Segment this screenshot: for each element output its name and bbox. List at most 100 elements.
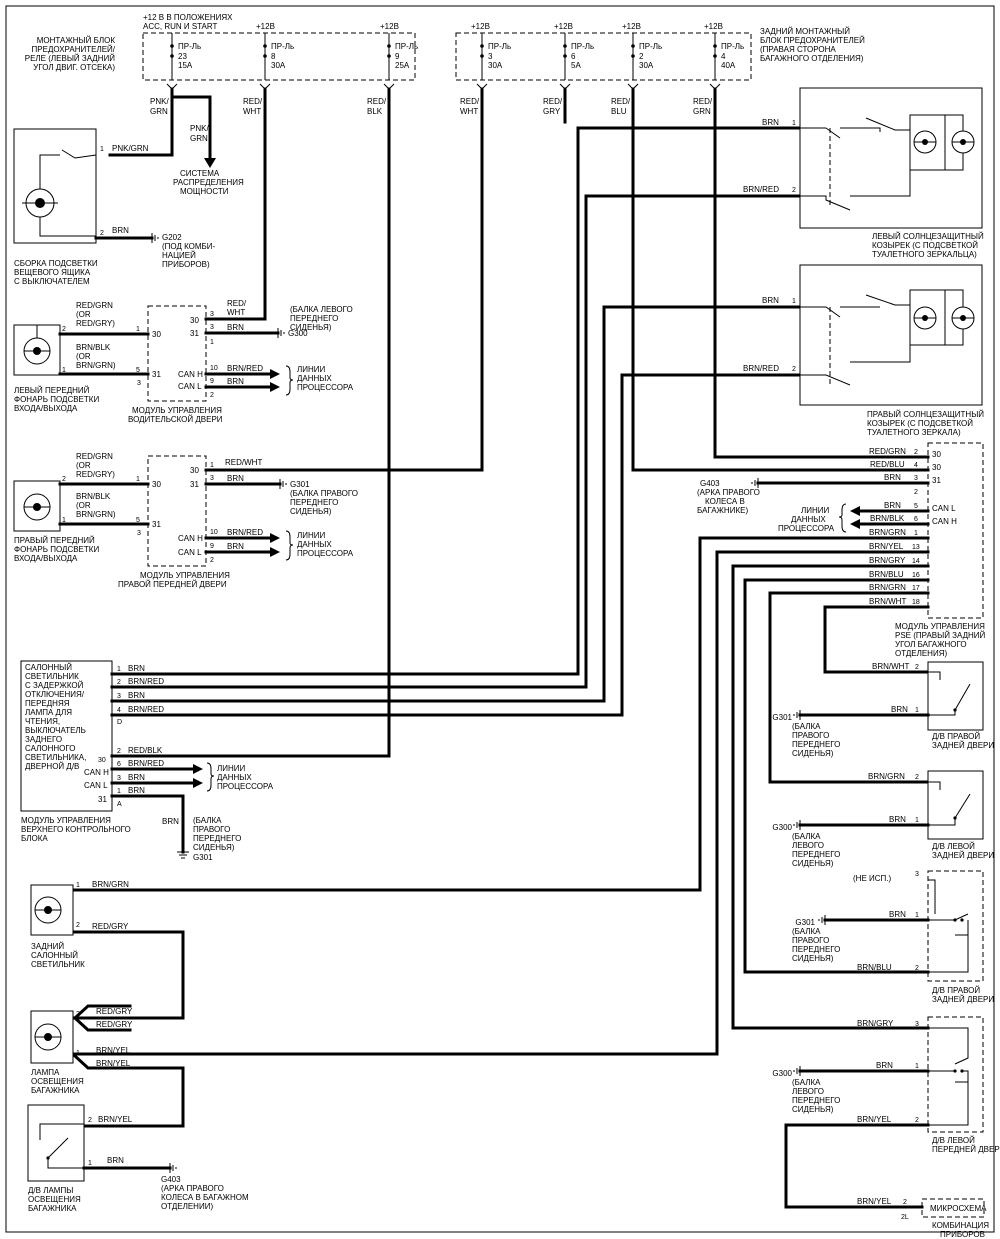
left-door-wbot-2: (OR <box>76 352 91 361</box>
swrr-gnote-1: (БАЛКА <box>792 722 821 731</box>
swlf-ground: G300 <box>772 1069 792 1078</box>
pse-w5: BRN/BLK <box>870 514 905 523</box>
g202-note-2: НАЦИЕЙ <box>162 251 196 260</box>
lvisor-w1: BRN <box>762 118 779 127</box>
ovh-data-2: ДАННЫХ <box>217 773 252 782</box>
fuse-block-right-title-3: (ПРАВАЯ СТОРОНА <box>760 45 836 54</box>
drv-n1: 1 <box>210 339 214 346</box>
ovh-n3: 3 <box>117 775 121 782</box>
pass-data-3: ПРОЦЕССОРА <box>297 549 354 558</box>
left-door-wbot-3: BRN/GRN) <box>76 361 116 370</box>
pass-title-2: ПРАВОЙ ПЕРЕДНЕЙ ДВЕРИ <box>118 580 227 589</box>
pse-n10: 17 <box>912 585 920 592</box>
ovh-title-2: ВЕРХНЕГО КОНТРОЛЬНОГО <box>21 825 131 834</box>
tlamp-p1: 1 <box>76 1050 80 1057</box>
wire-label-red-grn-2: GRN <box>693 107 711 116</box>
rdome-title-1: ЗАДНИЙ <box>31 942 64 951</box>
wire-label-red-blu-1: RED/ <box>611 97 631 106</box>
fuse-4-number: 4 <box>721 52 726 61</box>
tsw-gnote-1: (АРКА ПРАВОГО <box>161 1184 224 1193</box>
pse-w0: RED/GRN <box>869 447 906 456</box>
drv-in-pin-1: 1 <box>136 326 140 333</box>
ovh-text-8: ВЫКЛЮЧАТЕЛЬ <box>25 726 86 735</box>
door-switch-left-rear: BRN/GRN 2 BRN 1 G300 (БАЛКА ЛЕВОГО ПЕРЕД… <box>772 770 994 868</box>
pse-data-1: ЛИНИИ <box>801 506 830 515</box>
fuse-6-name: ПР-Ль <box>571 42 594 51</box>
fuse-4-amp: 40A <box>721 61 736 70</box>
wire-label-red-wht-1: RED/ <box>243 97 263 106</box>
swlf-p3: 3 <box>915 1021 919 1028</box>
pse-ground: G403 <box>700 479 720 488</box>
drv-rpin-30: 30 <box>190 316 199 325</box>
swlr-gnote-4: СИДЕНЬЯ) <box>792 859 834 868</box>
lvisor-p2: 2 <box>792 187 796 194</box>
cluster-pin: 2 <box>903 1199 907 1206</box>
glovebox-lamp: 1 PNK/GRN 2 BRN G202 (ПОД КОМБИ- НАЦИЕЙ … <box>13 128 216 286</box>
drv-canh: CAN H <box>178 370 203 379</box>
rdome-title-3: СВЕТИЛЬНИК <box>31 960 85 969</box>
ovh-text-9: ЗАДНЕГО <box>25 735 62 744</box>
ovh-gnote-2: ПРАВОГО <box>193 825 230 834</box>
ovh-gnote-4: СИДЕНЬЯ) <box>193 843 235 852</box>
drv-gnote-2: ПЕРЕДНЕГО <box>290 314 338 323</box>
rdome-w1: BRN/GRN <box>92 880 129 889</box>
rvisor-p1: 1 <box>792 298 796 305</box>
wire-label-red-gry-2: GRY <box>543 107 561 116</box>
pass-rpin-30: 30 <box>190 466 199 475</box>
tsw-title-1: Д/В ЛАМПЫ <box>28 1186 73 1195</box>
lvisor-title-3: ТУАЛЕТНОГО ЗЕРКАЛЬЦА) <box>872 250 977 259</box>
ovh-text-1: САЛОННЫЙ <box>25 663 72 672</box>
pass-canl: CAN L <box>178 548 202 557</box>
swlr-w1: BRN <box>889 815 906 824</box>
rvisor-title-3: ТУАЛЕТНОГО ЗЕРКАЛА) <box>867 428 961 437</box>
swlf-w2: BRN/YEL <box>857 1115 892 1124</box>
lvisor-w2: BRN/RED <box>743 185 779 194</box>
drv-title-2: ВОДИТЕЛЬСКОЙ ДВЕРИ <box>128 415 223 424</box>
fuse-block-right-title-4: БАГАЖНОГО ОТДЕЛЕНИЯ) <box>760 54 864 63</box>
drv-in-pin-5: 5 <box>136 367 140 374</box>
tsw-title-3: БАГАЖНИКА <box>28 1204 77 1213</box>
swrr-p1: 1 <box>915 707 919 714</box>
ovh-text-11: СВЕТИЛЬНИКА, <box>25 753 86 762</box>
pass-wgnd: BRN <box>227 474 244 483</box>
ignition-supply-label-2: ACC, RUN И START <box>143 22 217 31</box>
pass-in-pin-5: 5 <box>136 517 140 524</box>
fuse-2-amp: 30A <box>639 61 654 70</box>
swlr-title-2: ЗАДНЕЙ ДВЕРИ <box>932 851 994 860</box>
pse-w2: BRN <box>884 473 901 482</box>
wire-label-red-gry-1: RED/ <box>543 97 563 106</box>
swlf-gnote-4: СИДЕНЬЯ) <box>792 1105 834 1114</box>
fuse-block-right: ЗАДНИЙ МОНТАЖНЫЙ БЛОК ПРЕДОХРАНИТЕЛЕЙ (П… <box>455 22 865 81</box>
ovh-canl: CAN L <box>84 781 108 790</box>
pass-in-conn-3: 3 <box>137 530 141 537</box>
pse-n0: 2 <box>914 449 918 456</box>
pse-w4: BRN <box>884 501 901 510</box>
swrr-title-1: Д/В ПРАВОЙ <box>932 732 980 741</box>
swrr2-w1: BRN <box>889 910 906 919</box>
fuse-4-name: ПР-Ль <box>721 42 744 51</box>
pse-w10: BRN/GRN <box>869 583 906 592</box>
fuse-23-amp: 15A <box>178 61 193 70</box>
drv-wgnd: BRN <box>227 323 244 332</box>
fuse-23-name: ПР-Ль <box>178 42 201 51</box>
door-switch-left-front: BRN/GRY 3 BRN 1 BRN/YEL 2 G300 (БАЛКА ЛЕ… <box>772 1016 1000 1209</box>
pass-wcanh: BRN/RED <box>227 528 263 537</box>
ground-g202: G202 <box>162 233 182 242</box>
fuse-2-voltage: +12В <box>622 22 641 31</box>
glovebox-title-2: ВЕЩЕВОГО ЯЩИКА <box>14 268 91 277</box>
ovh-title-1: МОДУЛЬ УПРАВЛЕНИЯ <box>21 816 111 825</box>
lvisor-title-2: КОЗЫРЕК (С ПОДСВЕТКОЙ <box>872 241 978 250</box>
tsw-ground: G403 <box>161 1175 181 1184</box>
fuse-6-number: 6 <box>571 52 576 61</box>
wire-label-pnk: PNK/ <box>150 97 169 106</box>
drv-data-2: ДАННЫХ <box>297 374 332 383</box>
swrr-gnote-2: ПРАВОГО <box>792 731 829 740</box>
fuse-8-number: 8 <box>271 52 276 61</box>
right-door-wbot-3: BRN/GRN) <box>76 510 116 519</box>
fuse-connectors <box>166 83 721 90</box>
door-switch-right-rear-2: (НЕ ИСП.) 3 BRN 1 BRN/BLU 2 G301 (БАЛКА … <box>792 870 994 1004</box>
drv-canl: CAN L <box>178 382 202 391</box>
fuse-9-amp: 25A <box>395 61 410 70</box>
right-door-wtop-2: (OR <box>76 461 91 470</box>
ovh-w6: BRN/RED <box>128 759 164 768</box>
